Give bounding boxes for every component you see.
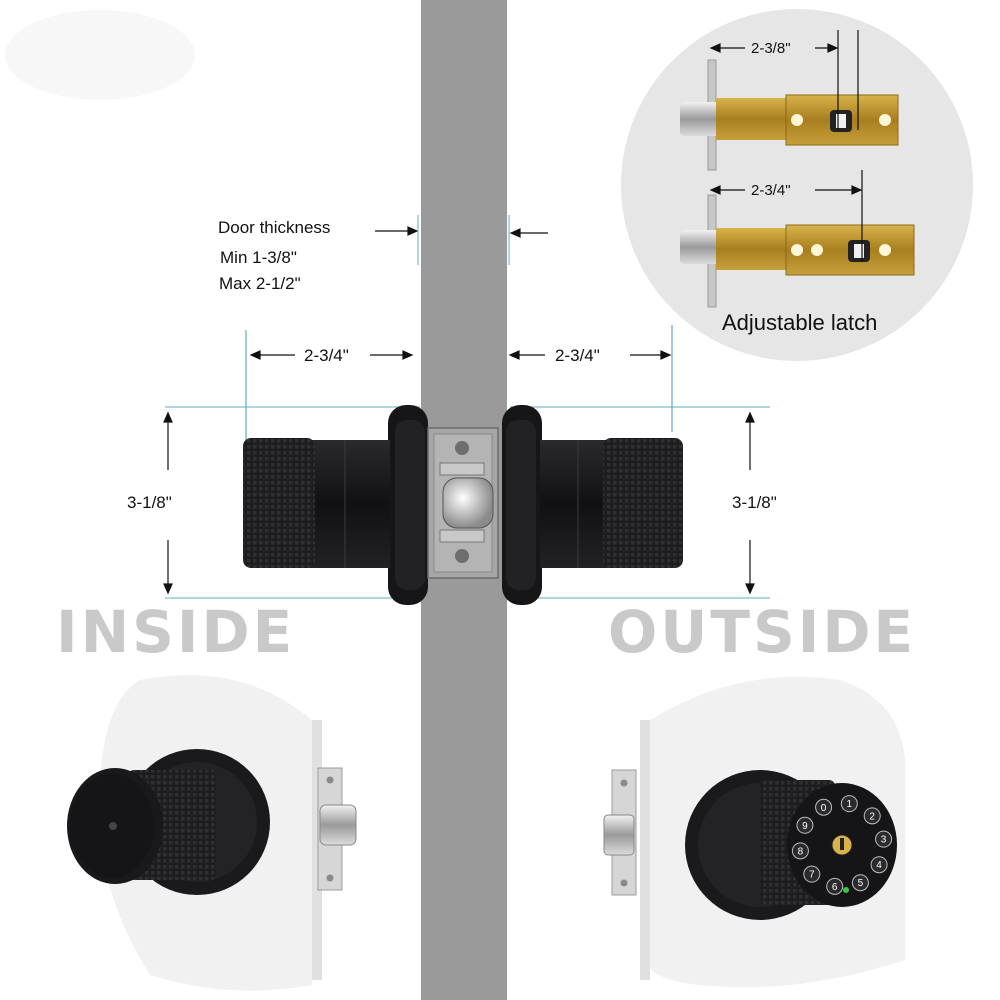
- keypad-key: [840, 795, 858, 813]
- keypad-key: [803, 865, 821, 883]
- inside-photo: [67, 675, 357, 991]
- inset-bottom-dimension: 2-3/4": [751, 182, 791, 199]
- keypad-key-label: 1: [847, 799, 853, 810]
- height-dimension-lines: [163, 406, 770, 599]
- keypad-key-label: 3: [881, 835, 887, 846]
- status-led: [843, 887, 849, 893]
- outside-knob: [603, 438, 683, 568]
- backset-left-label: 2-3/4": [304, 346, 349, 365]
- lock-assembly: [243, 405, 683, 605]
- keypad-key-label: 9: [802, 821, 808, 832]
- backset-right-label: 2-3/4": [555, 346, 600, 365]
- background-blob: [5, 10, 195, 100]
- height-left-label: 3-1/8": [127, 493, 172, 512]
- keypad-key-label: 6: [832, 882, 838, 893]
- inside-knob: [243, 438, 315, 568]
- keypad-key-label: 8: [798, 846, 804, 857]
- keypad-key-label: 0: [821, 803, 827, 814]
- keypad-key: [863, 807, 881, 825]
- backset-dimension-lines: [245, 325, 673, 440]
- keypad-key: [875, 830, 893, 848]
- keypad-key: [791, 842, 809, 860]
- latch-bolt: [442, 477, 494, 529]
- keypad-key-label: 5: [858, 878, 864, 889]
- keypad-key: [826, 877, 844, 895]
- height-right-label: 3-1/8": [732, 493, 777, 512]
- inset-title: Adjustable latch: [722, 310, 878, 335]
- door-thickness-max: Max 2-1/2": [219, 274, 301, 293]
- keypad-key: [815, 798, 833, 816]
- adjustable-latch-inset: [621, 9, 973, 361]
- keypad-key: [870, 856, 888, 874]
- inset-top-dimension: 2-3/8": [751, 40, 791, 57]
- outside-photo: 1 2 3 4 5 6 7 8 9 0: [603, 676, 905, 988]
- door-thickness-min: Min 1-3/8": [220, 248, 297, 267]
- keypad-key-label: 7: [809, 870, 815, 881]
- keypad-keys: 1 2 3 4 5 6 7 8 9 0: [791, 795, 893, 895]
- outside-heading: OUTSIDE: [608, 598, 917, 666]
- keypad-key: [851, 874, 869, 892]
- keypad-key-label: 2: [869, 811, 875, 822]
- door-thickness-arrows: [375, 215, 548, 265]
- inside-heading: INSIDE: [56, 598, 296, 666]
- keypad-key-label: 4: [876, 860, 882, 871]
- door-thickness-label: Door thickness: [218, 218, 331, 237]
- keypad-key: [796, 816, 814, 834]
